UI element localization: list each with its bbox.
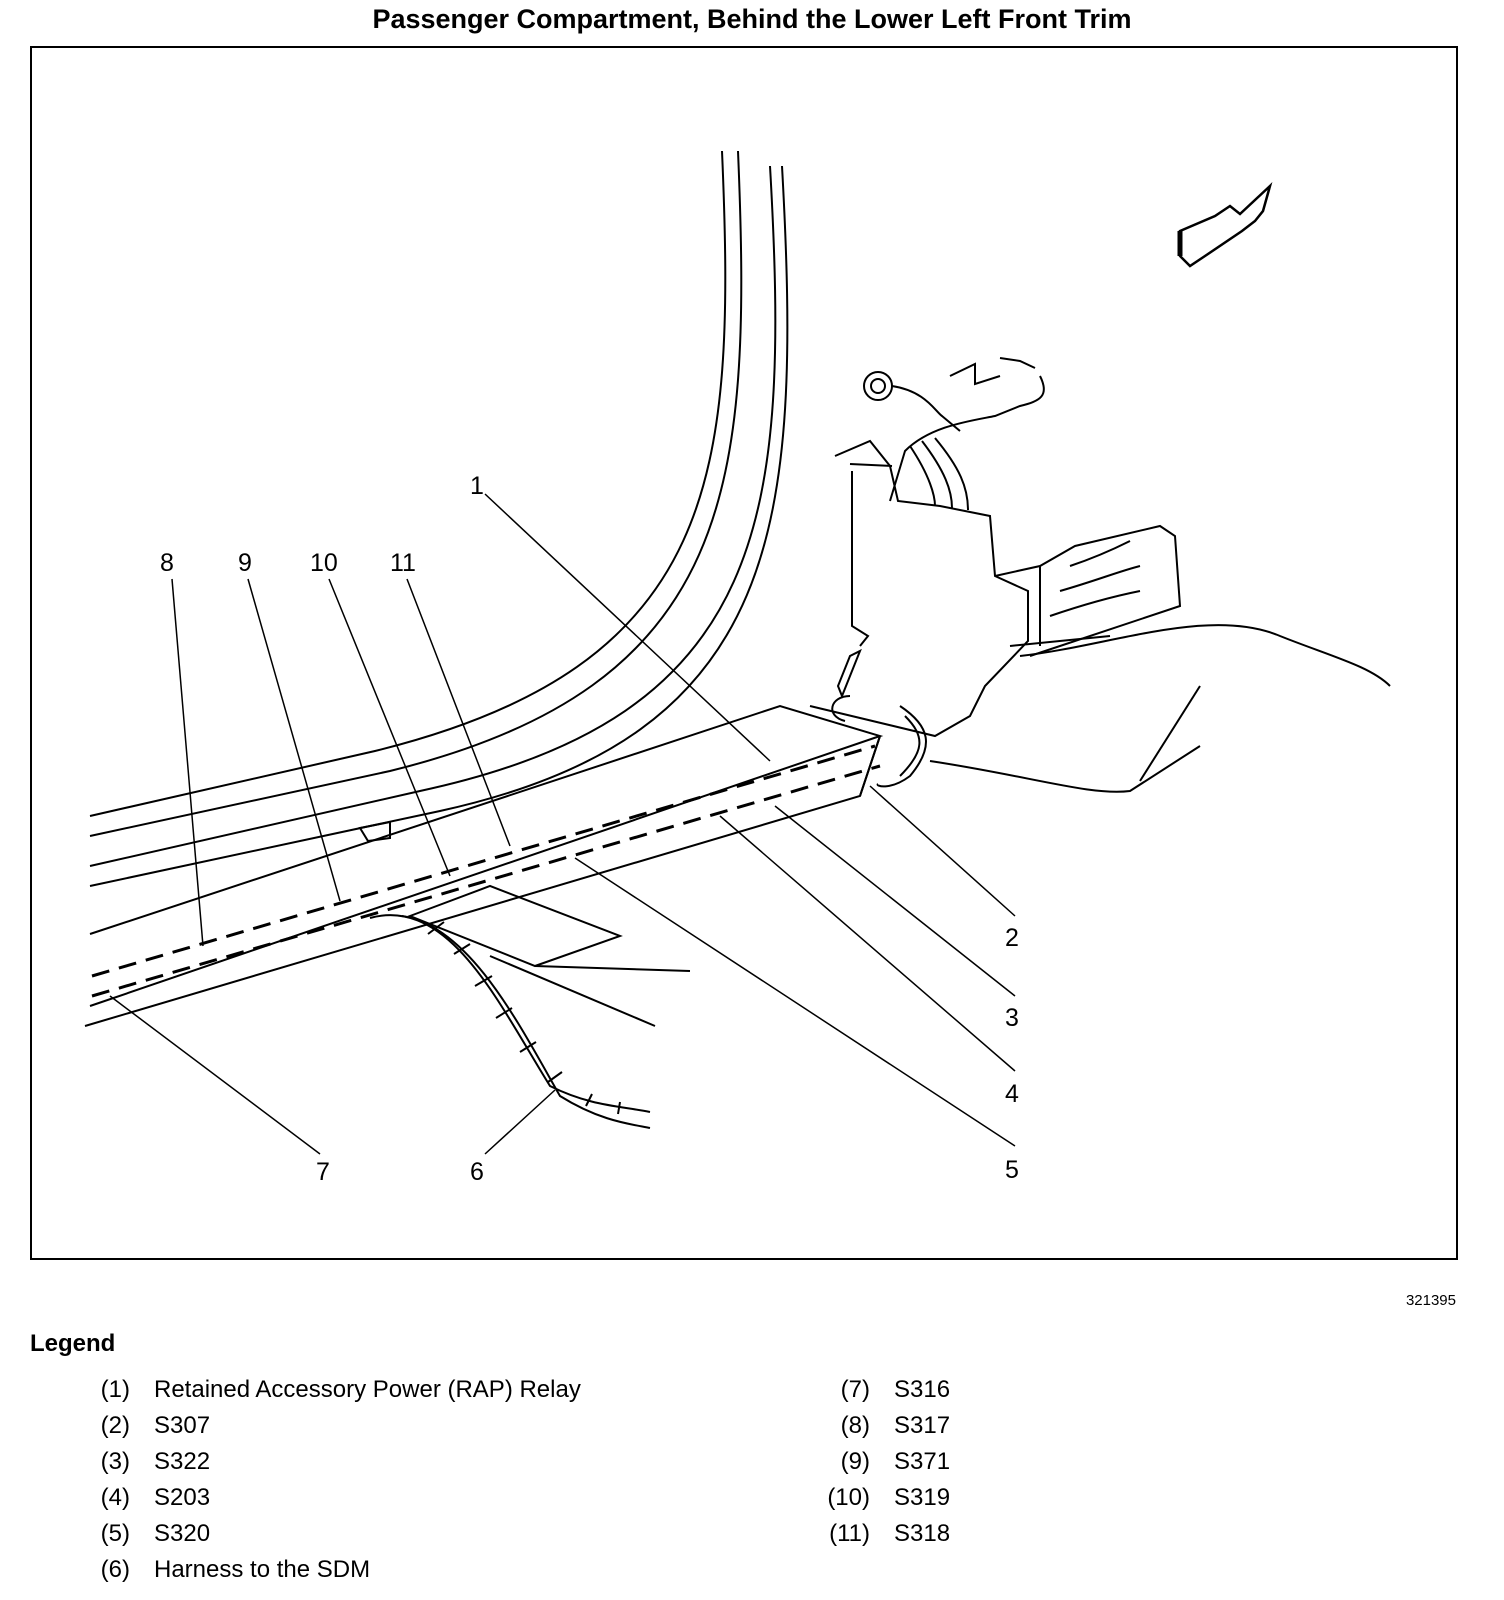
- callout-8: 8: [160, 549, 174, 577]
- legend-label: S317: [894, 1412, 951, 1439]
- leader-lines: [109, 493, 1016, 1155]
- legend-label: S322: [154, 1448, 211, 1475]
- figure-id: 321395: [1405, 1292, 1456, 1309]
- callout-9: 9: [238, 549, 252, 577]
- legend-number: (7): [840, 1376, 870, 1403]
- sill-panel: [84, 704, 884, 1027]
- legend-item: (1) Retained Accessory Power (RAP) Relay: [60, 1376, 581, 1412]
- legend-item: (11) S318: [800, 1520, 950, 1556]
- legend-label: S318: [894, 1520, 951, 1547]
- legend-column-left: (1)Retained Accessory Power (RAP) Relay …: [60, 1376, 581, 1592]
- callout-10: 10: [310, 549, 338, 577]
- sdm-harness: [369, 914, 651, 1129]
- legend-item: (2) S307: [60, 1412, 581, 1448]
- legend-label: S371: [894, 1448, 951, 1475]
- callout-7: 7: [316, 1158, 330, 1186]
- front-direction-arrow: [1177, 182, 1273, 268]
- legend-label: S203: [154, 1484, 211, 1511]
- legend-number: (2): [100, 1412, 130, 1439]
- legend-number: (6): [100, 1556, 130, 1583]
- diagram-figure: 1 2 3 4 5 6 7 8 9 10 11: [30, 46, 1458, 1284]
- callout-6: 6: [470, 1158, 484, 1186]
- legend-item: (10) S319: [800, 1484, 950, 1520]
- callout-2: 2: [1005, 924, 1019, 952]
- legend-item: (9) S371: [800, 1448, 950, 1484]
- legend-item: (5) S320: [60, 1520, 581, 1556]
- callout-3: 3: [1005, 1004, 1019, 1032]
- legend-label: S307: [154, 1412, 211, 1439]
- legend-number: (8): [840, 1412, 870, 1439]
- door-pillar: [89, 150, 789, 887]
- callout-numbers: 1 2 3 4 5 6 7 8 9 10 11: [160, 472, 1019, 1186]
- legend-number: (10): [827, 1484, 870, 1511]
- callout-1: 1: [470, 472, 484, 500]
- legend-number: (9): [840, 1448, 870, 1475]
- legend-label: Harness to the SDM: [154, 1556, 371, 1583]
- legend-label: S320: [154, 1520, 211, 1547]
- legend-item: (8) S317: [800, 1412, 950, 1448]
- callout-5: 5: [1005, 1156, 1019, 1184]
- legend-number: (1): [100, 1376, 130, 1403]
- legend-item: (7) S316: [800, 1376, 950, 1412]
- legend-number: (4): [100, 1484, 130, 1511]
- diagram-title: Passenger Compartment, Behind the Lower …: [372, 4, 1132, 34]
- legend-column-right: (7) S316 (8) S317 (9) S371 (10) S319 (11) S31…: [800, 1376, 950, 1556]
- sill-wiring: [91, 744, 881, 998]
- legend-number: (11): [829, 1520, 870, 1547]
- legend-heading: Legend: [30, 1330, 116, 1357]
- legend-number: (5): [100, 1520, 130, 1547]
- callout-4: 4: [1005, 1080, 1019, 1108]
- rap-relay-assembly: [809, 357, 1391, 793]
- legend-label: Retained Accessory Power (RAP) Relay: [154, 1376, 581, 1403]
- callout-11: 11: [390, 549, 416, 577]
- legend-item: (3) S322: [60, 1448, 581, 1484]
- legend-number: (3): [100, 1448, 130, 1475]
- figure-frame: [30, 46, 1458, 1260]
- legend-item: (4) S203: [60, 1484, 581, 1520]
- legend-label: S319: [894, 1484, 951, 1511]
- legend-item: (6) Harness to the SDM: [60, 1556, 581, 1592]
- diagram-svg: 1 2 3 4 5 6 7 8 9 10 11: [30, 46, 1458, 1260]
- legend-label: S316: [894, 1376, 951, 1403]
